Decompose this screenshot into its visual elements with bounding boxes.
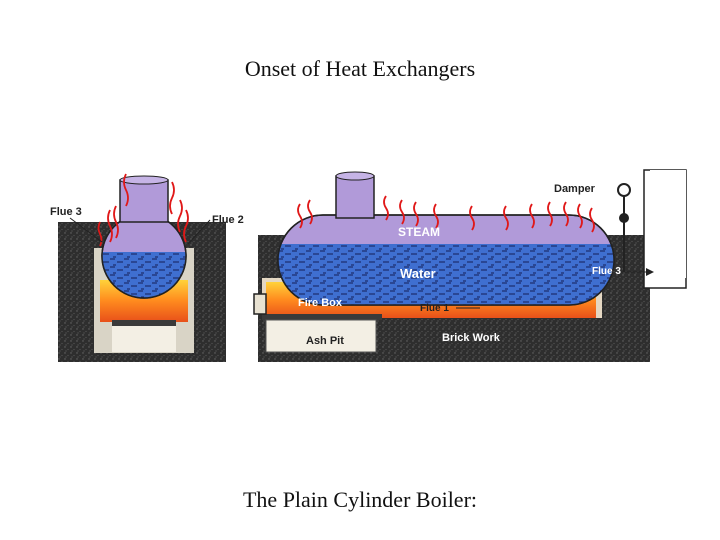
side-view-ash-pit xyxy=(265,319,377,353)
side-view-grate xyxy=(262,314,382,320)
side-view-furnace-door xyxy=(253,293,267,315)
label-ash-pit: Ash Pit xyxy=(306,335,344,347)
label-fire-box: Fire Box xyxy=(298,297,343,309)
label-damper: Damper xyxy=(554,183,596,195)
end-view: Flue 3 Flue 2 xyxy=(50,173,244,362)
damper-weight-icon xyxy=(619,213,629,223)
label-flue-3-left: Flue 3 xyxy=(50,206,82,218)
diagram-caption: The Plain Cylinder Boiler: xyxy=(242,487,478,512)
label-flue-1: Flue 1 xyxy=(420,303,449,314)
page-title: Onset of Heat Exchangers xyxy=(244,56,476,81)
side-view-steam-dome xyxy=(335,175,375,219)
label-water: Water xyxy=(400,266,436,281)
side-view: Damper STEAM Water Fire Box Flue 1 Flue … xyxy=(253,169,687,362)
end-view-grate xyxy=(112,320,176,326)
label-flue-2: Flue 2 xyxy=(212,214,244,226)
end-view-ash-pit xyxy=(112,326,176,352)
side-view-water xyxy=(278,244,614,305)
label-brick-work: Brick Work xyxy=(442,332,501,344)
label-flue-3-right: Flue 3 xyxy=(592,266,621,277)
label-steam: STEAM xyxy=(398,225,440,239)
plain-cylinder-boiler-diagram: Flue 3 Flue 2 xyxy=(50,169,687,362)
end-view-heat-lines xyxy=(97,173,189,247)
damper-pulley-icon xyxy=(617,183,631,197)
side-view-heat-lines xyxy=(297,195,595,233)
